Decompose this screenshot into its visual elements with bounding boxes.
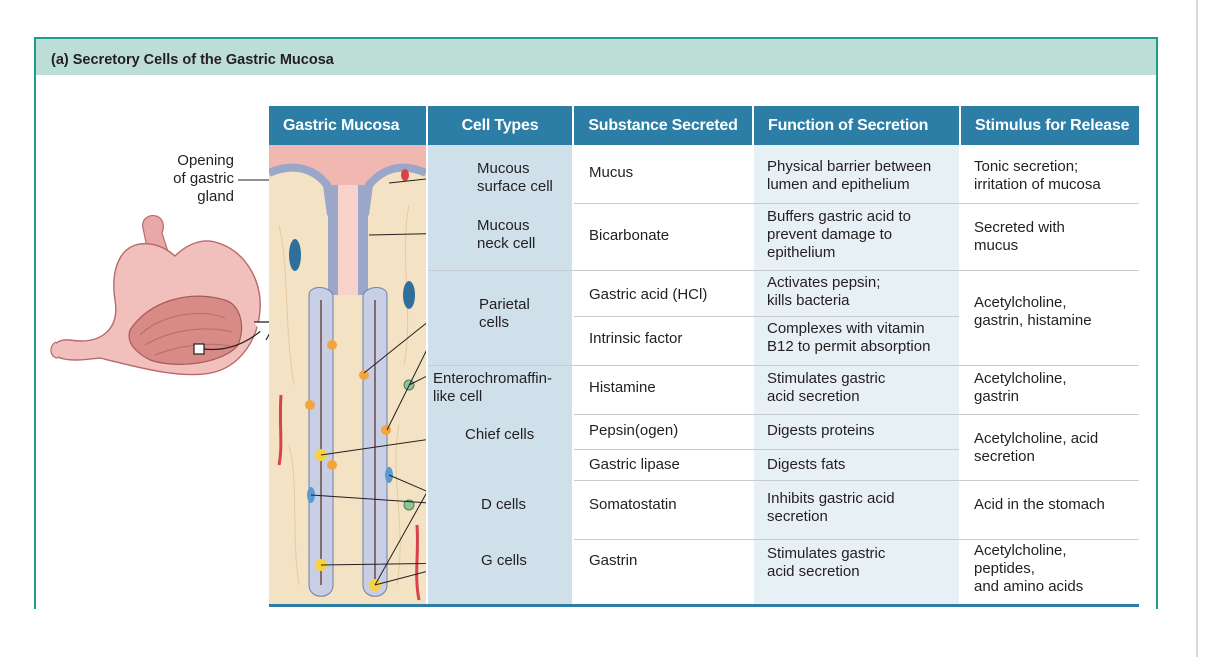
page-edge	[1196, 0, 1198, 657]
function-somatostatin: Inhibits gastric acid secretion	[767, 490, 895, 525]
row-divider	[574, 414, 1139, 415]
header-function-of-secretion: Function of Secretion	[754, 106, 959, 145]
cell-type-parietal: Parietal cells	[479, 296, 530, 331]
function-gastric-lipase: Digests fats	[767, 456, 846, 473]
substance-intrinsic-factor: Intrinsic factor	[589, 330, 683, 347]
cell-types-column	[428, 145, 572, 605]
substance-gastric-acid: Gastric acid (HCl)	[589, 286, 708, 303]
gastric-gland-diagram	[269, 145, 426, 601]
stimulus-histamine: Acetylcholine, gastrin	[974, 370, 1067, 405]
stimulus-gastrin: Acetylcholine, peptides, and amino acids	[974, 542, 1084, 595]
substance-column	[574, 145, 752, 605]
cell-type-mucous-neck: Mucous neck cell	[477, 217, 536, 252]
function-bicarbonate: Buffers gastric acid to prevent damage t…	[767, 208, 911, 261]
row-divider	[574, 449, 959, 450]
substance-bicarbonate: Bicarbonate	[589, 227, 670, 244]
row-divider	[574, 316, 959, 317]
substance-histamine: Histamine	[589, 379, 656, 396]
cell-type-d: D cells	[481, 496, 527, 513]
function-column	[754, 145, 959, 605]
function-gastrin: Stimulates gastric acid secretion	[767, 545, 886, 580]
stimulus-chief: Acetylcholine, acid secretion	[974, 430, 1099, 465]
cell-type-chief: Chief cells	[465, 426, 535, 443]
cell-type-g: G cells	[481, 552, 527, 569]
header-gastric-mucosa: Gastric Mucosa	[269, 106, 426, 145]
stimulus-tonic: Tonic secretion; irritation of mucosa	[974, 158, 1101, 193]
stimulus-column	[961, 145, 1139, 605]
substance-pepsinogen: Pepsin(ogen)	[589, 422, 679, 439]
function-pepsinogen: Digests proteins	[767, 422, 875, 439]
stimulus-somatostatin: Acid in the stomach	[974, 496, 1105, 513]
row-divider	[428, 365, 1139, 366]
substance-somatostatin: Somatostatin	[589, 496, 677, 513]
substance-gastrin: Gastrin	[589, 552, 638, 569]
function-intrinsic-factor: Complexes with vitamin B12 to permit abs…	[767, 320, 931, 355]
substance-mucus: Mucus	[589, 164, 634, 181]
secretory-cells-table: Gastric Mucosa Cell Types Substance Secr…	[269, 106, 1139, 607]
table-bottom-rule	[269, 604, 1139, 607]
function-mucus: Physical barrier between lumen and epith…	[767, 158, 932, 193]
gastric-mucosa-column	[269, 145, 426, 605]
row-divider	[428, 270, 1139, 271]
header-stimulus-for-release: Stimulus for Release	[961, 106, 1139, 145]
gastric-gland-opening-label: Opening of gastric gland	[173, 152, 234, 205]
row-divider	[574, 203, 1139, 204]
function-histamine: Stimulates gastric acid secretion	[767, 370, 886, 405]
function-gastric-acid: Activates pepsin; kills bacteria	[767, 274, 881, 309]
header-cell-types: Cell Types	[428, 106, 572, 145]
cell-type-mucous-surface: Mucous surface cell	[477, 160, 553, 195]
panel-title: (a) Secretory Cells of the Gastric Mucos…	[36, 39, 1156, 75]
cell-type-ecl: Enterochromaffin- like cell	[433, 370, 552, 405]
substance-gastric-lipase: Gastric lipase	[589, 456, 680, 473]
header-substance-secreted: Substance Secreted	[574, 106, 752, 145]
stimulus-mucus: Secreted with mucus	[974, 219, 1065, 254]
stimulus-parietal: Acetylcholine, gastrin, histamine	[974, 294, 1092, 329]
row-divider	[574, 480, 1139, 481]
row-divider	[574, 539, 1139, 540]
